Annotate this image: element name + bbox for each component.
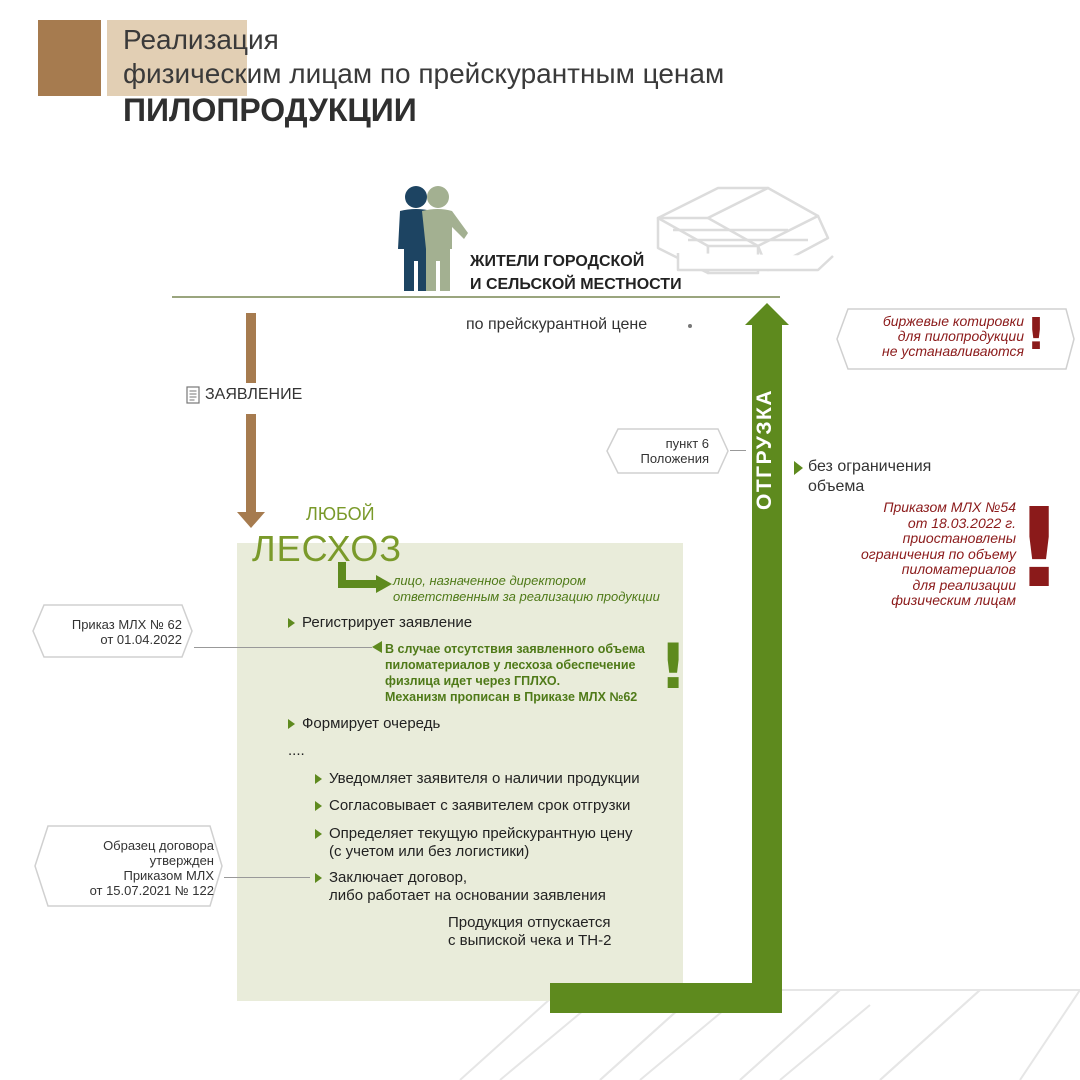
title-line-3: ПИЛОПРОДУКЦИИ [123, 92, 417, 128]
step-register: Регистрирует заявление [288, 614, 472, 631]
order62-line-1: Приказ МЛХ № 62 [71, 617, 182, 632]
step-release-line-1: Продукция отпускается [448, 914, 611, 931]
bullet-icon [288, 719, 295, 730]
shipment-arrowhead [745, 303, 789, 325]
order54-line-4: ограничения по объему [861, 545, 1016, 562]
exchange-note: биржевые котировки для пилопродукции не … [852, 314, 1024, 359]
step-agree: Согласовывает с заявителем срок отгрузки [315, 797, 630, 814]
forestry-name: ЛЕСХОЗ [252, 528, 403, 569]
lumber-stack-icon [656, 186, 834, 275]
contract-line-2: утвержден [149, 853, 214, 868]
order54-line-2: от 18.03.2022 г. [907, 514, 1016, 531]
contract-line-4: от 15.07.2021 № 122 [89, 883, 214, 898]
clause-box: пункт 6 Положения [618, 436, 709, 466]
exchange-note-mark: ! [1026, 309, 1047, 360]
order54-line-1: Приказом МЛХ №54 [883, 499, 1016, 515]
shipment-label: ОТГРУЗКА [753, 389, 776, 510]
step-dots: .... [288, 742, 305, 759]
step-price: Определяет текущую прейскурантную цену [315, 825, 633, 842]
residents-line-2: И СЕЛЬСКОЙ МЕСТНОСТИ [470, 276, 682, 293]
price-label: по прейскурантной цене [466, 316, 648, 333]
warning-line-4: Механизм прописан в Приказе МЛХ №62 [385, 690, 638, 704]
residents-label: ЖИТЕЛИ ГОРОДСКОЙ И СЕЛЬСКОЙ МЕСТНОСТИ [470, 250, 682, 296]
contract-connector [224, 877, 310, 878]
exchange-note-line-1: биржевые котировки [882, 313, 1024, 329]
step-contract: Заключает договор, [315, 869, 467, 886]
title-line-2: физическим лицам по прейскурантным ценам [123, 58, 725, 89]
application-arrow-top [246, 313, 256, 383]
no-limit-note: без ограничения объема [808, 457, 931, 497]
clause-box-line-1: пункт 6 [665, 436, 709, 451]
application-arrowhead [237, 512, 265, 528]
document-icon [186, 386, 200, 404]
exchange-note-line-3: не устанавливаются [882, 343, 1024, 359]
contract-box-frame [34, 825, 223, 907]
warning-line-2: пиломатериалов у лесхоза обеспечение [385, 658, 636, 672]
responsible-line-1: лицо, назначенное директором [393, 573, 586, 588]
order54-line-7: физическим лицам [891, 592, 1016, 608]
step-contract-line-2: либо работает на основании заявления [329, 887, 606, 904]
exchange-note-frame [836, 308, 1075, 370]
bullet-icon [315, 801, 322, 812]
header-brown-square [38, 20, 101, 96]
clause-connector [730, 450, 746, 451]
clause-box-frame [606, 428, 729, 474]
residents-baseline [172, 296, 780, 298]
responsible-arrow [338, 562, 392, 593]
clause-box-line-2: Положения [640, 451, 709, 466]
contract-line-3: Приказом МЛХ [123, 868, 214, 883]
warning-bullet-icon [372, 641, 382, 653]
application-label: ЗАЯВЛЕНИЕ [205, 386, 303, 403]
order54-line-5: пиломатериалов [901, 561, 1016, 577]
order62-line-2: от 01.04.2022 [100, 632, 182, 647]
step-notify: Уведомляет заявителя о наличии продукции [315, 770, 640, 787]
warning-mark: ! [659, 630, 688, 703]
bullet-icon [315, 829, 322, 840]
exchange-note-line-2: для пилопродукции [897, 328, 1024, 344]
forestry-panel [237, 543, 683, 1001]
header-tan-square [107, 20, 247, 96]
shipment-arrow-vertical [752, 323, 782, 1013]
bullet-icon [315, 774, 322, 785]
bullet-icon [288, 618, 295, 629]
shipment-label-wrap: ОТГРУЗКА [753, 389, 776, 510]
forestry-any: ЛЮБОЙ [306, 504, 375, 524]
step-release-line-2: с выпиской чека и ТН-2 [448, 932, 612, 949]
order62-connector [194, 647, 372, 648]
no-limit-line-2: объема [808, 478, 865, 495]
order54-line-6: для реализации [912, 576, 1016, 593]
warning-line-3: физлица идет через ГПЛХО. [385, 674, 561, 688]
no-limit-line-1: без ограничения [808, 458, 932, 475]
shipment-arrow-horizontal [550, 983, 782, 1013]
step-price-line-2: (с учетом или без логистики) [329, 843, 530, 860]
order54-note: Приказом МЛХ №54 от 18.03.2022 г. приост… [838, 499, 1016, 609]
application-arrow-bottom [246, 414, 256, 514]
order62-box-frame [32, 604, 193, 658]
people-icon [398, 186, 468, 291]
warning-line-1: В случае отсутствия заявленного объема [385, 642, 645, 656]
warning-note: В случае отсутствия заявленного объема п… [385, 641, 645, 705]
responsible-line-2: ответственным за реализацию продукции [393, 589, 660, 604]
order62-box: Приказ МЛХ № 62 от 01.04.2022 [48, 617, 182, 647]
contract-line-1: Образец договора [103, 838, 214, 853]
order54-mark: ! [1014, 484, 1065, 612]
price-dot [688, 324, 692, 328]
step-queue: Формирует очередь [288, 715, 440, 732]
responsible-person: лицо, назначенное директором ответственн… [393, 573, 660, 605]
no-limit-bullet [794, 461, 803, 475]
contract-box: Образец договора утвержден Приказом МЛХ … [60, 838, 214, 898]
order54-line-3: приостановлены [902, 530, 1016, 546]
title-line-1: Реализация [123, 24, 279, 55]
bullet-icon [315, 873, 322, 884]
residents-line-1: ЖИТЕЛИ ГОРОДСКОЙ [470, 253, 645, 270]
